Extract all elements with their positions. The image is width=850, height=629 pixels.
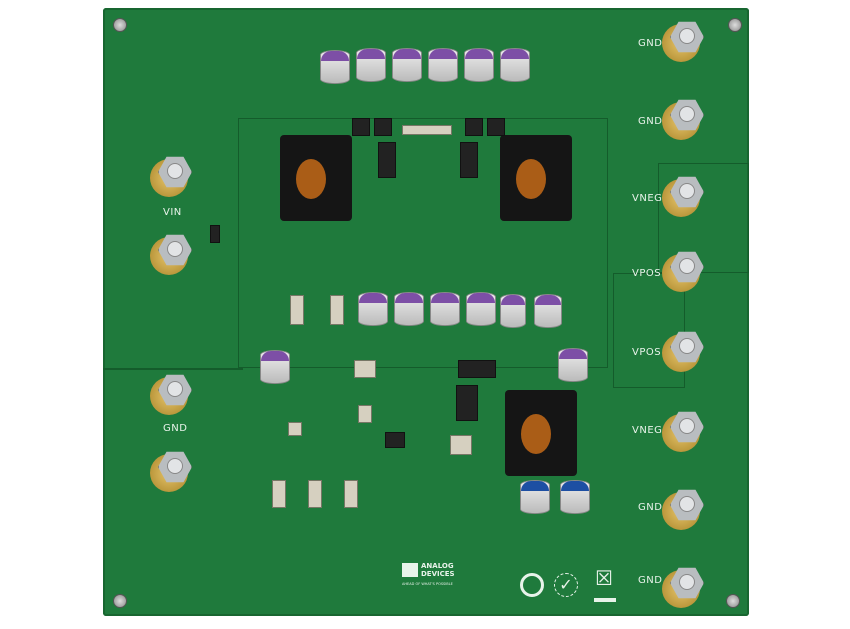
vin-terminal[interactable] xyxy=(150,155,194,199)
ic-chip xyxy=(458,360,496,378)
capacitor xyxy=(560,480,590,514)
smd-component xyxy=(450,435,472,455)
inductor xyxy=(505,390,577,476)
capacitor xyxy=(500,294,526,328)
weee-bar xyxy=(594,598,616,602)
capacitor xyxy=(520,480,550,514)
output-terminal[interactable] xyxy=(662,175,706,219)
brand-line1: ANALOG xyxy=(421,562,454,570)
pcb-board xyxy=(103,8,749,616)
brand-tagline: AHEAD OF WHAT'S POSSIBLE xyxy=(402,582,453,586)
ic-chip xyxy=(352,118,370,136)
output-terminal[interactable] xyxy=(662,98,706,142)
smd-component xyxy=(290,295,304,325)
ic-chip xyxy=(460,142,478,178)
rohs-check-icon: ✓ xyxy=(554,573,578,597)
smd-component xyxy=(354,360,376,378)
analog-devices-logo-icon xyxy=(402,563,418,577)
terminal-label: VNEG xyxy=(632,193,663,204)
terminal-label: GND xyxy=(638,38,663,49)
output-terminal[interactable] xyxy=(662,410,706,454)
capacitor xyxy=(534,294,562,328)
board-outline xyxy=(613,273,685,388)
jumper[interactable] xyxy=(210,225,220,243)
capacitor xyxy=(358,292,388,326)
ic-chip xyxy=(374,118,392,136)
capacitor xyxy=(260,350,290,384)
ic-chip xyxy=(378,142,396,178)
inductor xyxy=(500,135,572,221)
weee-bin-icon: ☒ xyxy=(595,566,613,590)
terminal-label: GND xyxy=(638,502,663,513)
capacitor xyxy=(430,292,460,326)
screw xyxy=(113,594,127,608)
gnd-terminal[interactable] xyxy=(150,373,194,417)
capacitor xyxy=(356,48,386,82)
terminal-label: VPOS xyxy=(632,268,662,279)
output-terminal[interactable] xyxy=(662,330,706,374)
ic-chip xyxy=(487,118,505,136)
smd-component xyxy=(344,480,358,508)
board-outline xyxy=(103,368,243,370)
terminal-label: VNEG xyxy=(632,425,663,436)
capacitor xyxy=(500,48,530,82)
screw xyxy=(728,18,742,32)
capacitor xyxy=(466,292,496,326)
capacitor xyxy=(392,48,422,82)
screw xyxy=(726,594,740,608)
vin-label: VIN xyxy=(163,207,182,218)
e-recycle-icon xyxy=(520,573,544,597)
smd-component xyxy=(358,405,372,423)
output-terminal[interactable] xyxy=(662,566,706,610)
smd-component xyxy=(308,480,322,508)
output-terminal[interactable] xyxy=(662,488,706,532)
smd-component xyxy=(288,422,302,436)
capacitor xyxy=(320,50,350,84)
brand-line2: DEVICES xyxy=(421,570,455,578)
smd-component xyxy=(272,480,286,508)
screw xyxy=(113,18,127,32)
terminal-label: GND xyxy=(638,116,663,127)
smd-component xyxy=(330,295,344,325)
terminal-label: VPOS xyxy=(632,347,662,358)
inductor xyxy=(280,135,352,221)
capacitor xyxy=(558,348,588,382)
ic-chip xyxy=(385,432,405,448)
capacitor xyxy=(394,292,424,326)
capacitor xyxy=(464,48,494,82)
gnd-terminal[interactable] xyxy=(150,450,194,494)
smd-resistor xyxy=(402,125,452,135)
ic-chip xyxy=(456,385,478,421)
output-terminal[interactable] xyxy=(662,20,706,64)
board-outline xyxy=(238,118,608,368)
terminal-label: GND xyxy=(638,575,663,586)
output-terminal[interactable] xyxy=(662,250,706,294)
gnd-label: GND xyxy=(163,423,188,434)
board-outline xyxy=(658,163,749,273)
capacitor xyxy=(428,48,458,82)
vin-terminal[interactable] xyxy=(150,233,194,277)
ic-chip xyxy=(465,118,483,136)
